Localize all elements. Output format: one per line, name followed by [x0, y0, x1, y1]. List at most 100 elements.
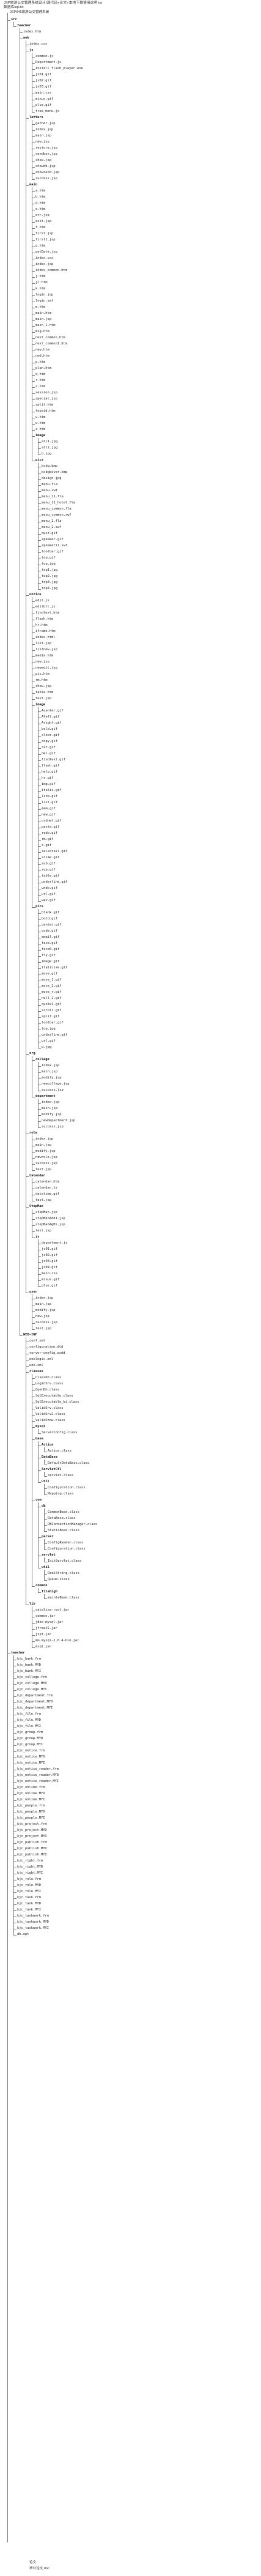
tree-file: DefaultDataBase.class [48, 1461, 90, 1465]
tree-connector [13, 1782, 17, 1783]
tree-file: del.gif [42, 752, 56, 755]
tree-file: main.jsp [35, 1302, 51, 1306]
tree-file: kjc_notice_reader.MYD [17, 1773, 59, 1777]
tree-connector [32, 644, 35, 645]
tree-connector [32, 1152, 35, 1153]
tree-folder: college [35, 1058, 50, 1061]
tree-file: ordnet.gif [42, 819, 62, 823]
tree-folder: teacher [11, 1651, 25, 1655]
tree-file: newDepartment.jsp [42, 1119, 76, 1123]
tree-connector [32, 338, 35, 339]
tree-connector [32, 1421, 35, 1422]
tree-file: rm.gif [42, 837, 54, 841]
tree-file: kjc_people.MYI [17, 1816, 45, 1820]
tree-folder: js [29, 48, 34, 52]
tree-branch-line [38, 1502, 39, 1568]
tree-file: conf.xml [29, 1339, 45, 1343]
tree-branch-line [13, 22, 14, 26]
tree-file: r.htm [35, 379, 46, 382]
tree-file: kjc_group.MYD [17, 1737, 43, 1740]
tree-file: kjc_bank.MYI [17, 1669, 41, 1673]
tree-file: w.jpg [42, 1045, 52, 1049]
document-title: JSP旅游公交管理系统设计(源代码+论文)-本地下载使用说明 txt 数据库sq… [4, 1, 257, 10]
tree-file: bold.gif [42, 917, 57, 921]
tree-connector [13, 1886, 17, 1887]
tree-connector [38, 815, 41, 816]
tree-file: kjc_notice.MYI [17, 1761, 45, 1765]
tree-file: mainteBean.class [48, 1596, 79, 1600]
tree-file: kjc_right.frm [17, 1859, 43, 1863]
tree-file: kjc_task.MYD [17, 1902, 41, 1906]
tree-connector [13, 1678, 17, 1679]
tree-connector [38, 711, 41, 712]
tree-file: design.jpg [42, 477, 62, 480]
tree-file: top.jpg [42, 1027, 56, 1031]
tree-file: ValidSrv.class [35, 1406, 64, 1410]
tree-file: DataBase.class [48, 1516, 76, 1520]
tree-folder: filehigh [42, 1590, 57, 1594]
tree-folder: DataBase [42, 1455, 57, 1459]
tree-file: bxbgbover.bmp [42, 470, 68, 474]
tree-connector [32, 191, 35, 192]
tree-branch-line [44, 1472, 45, 1476]
tree-file: listnew.jsp [35, 648, 57, 651]
tree-file: common.jar [35, 1614, 56, 1618]
tree-file: main.css [35, 91, 51, 95]
tree-connector [13, 1861, 17, 1862]
tree-connector [13, 1898, 17, 1899]
tree-file: main.css [42, 1272, 57, 1275]
tree-folder: web [23, 36, 29, 40]
tree-connector [32, 1641, 35, 1642]
tree-connector [26, 1372, 29, 1373]
tree-file: js03.gif [35, 85, 51, 89]
tree-file: face.gif [42, 941, 57, 945]
tree-branch-line [44, 1460, 45, 1464]
tree-file: editbtt.js [35, 605, 56, 609]
tree-file: datetime.gif [35, 1192, 59, 1196]
tree-connector [38, 1592, 41, 1593]
tree-file: kjc_task.MYI [17, 1908, 41, 1912]
tree-file: success.jsp [35, 177, 57, 180]
tree-branch-line [38, 707, 39, 901]
tree-file: b.htm [35, 195, 46, 199]
tree-file: showdb.jsp [35, 165, 56, 168]
tree-connector [13, 1935, 17, 1936]
tree-file: index.css [29, 42, 48, 46]
tree-connector [38, 1537, 41, 1538]
tree-connector [32, 436, 35, 437]
tree-connector [26, 1176, 29, 1177]
tree-connector [38, 809, 41, 810]
tree-file: tree_menu.js [35, 109, 59, 113]
tree-file: common.js [35, 54, 54, 58]
tree-file: kjc_group.frm [17, 1731, 43, 1734]
tree-connector [32, 277, 35, 278]
tree-connector [32, 699, 35, 700]
tree-file: kjc_role.MYD [17, 1884, 41, 1887]
tree-connector [38, 1280, 41, 1281]
tree-connector [32, 69, 35, 70]
tree-connector [38, 913, 41, 914]
tree-connector [13, 1843, 17, 1844]
tree-file: next_common.htm [35, 336, 65, 340]
tree-file: kjc_task.frm [17, 1896, 41, 1899]
tree-file: new.htm [35, 348, 50, 352]
tree-file: jspt.jar [35, 1633, 51, 1636]
tree-file: d.htm [35, 201, 46, 205]
tree-connector [13, 1745, 17, 1746]
tree-file: success.jsp [42, 1088, 64, 1092]
tree-file: kjc_bank.MYD [17, 1663, 41, 1667]
tree-connector [32, 295, 35, 296]
tree-file: new.jsp [35, 140, 50, 144]
tree-folder: pics [35, 905, 43, 908]
tree-connector [38, 760, 41, 761]
tree-file: index.jsp [42, 1064, 60, 1067]
tree-connector [13, 26, 17, 27]
tree-file: top.jpg [42, 562, 56, 566]
tree-file: menu_2.fla [42, 519, 62, 523]
tree-file: weblogic.xml [29, 1357, 53, 1361]
tree-file: index.jsp [35, 128, 54, 132]
tree-file: js01.gif [35, 73, 51, 76]
tree-file: sup.gif [42, 868, 56, 872]
tree-connector [38, 485, 41, 486]
tree-file: undo.gif [42, 886, 57, 890]
